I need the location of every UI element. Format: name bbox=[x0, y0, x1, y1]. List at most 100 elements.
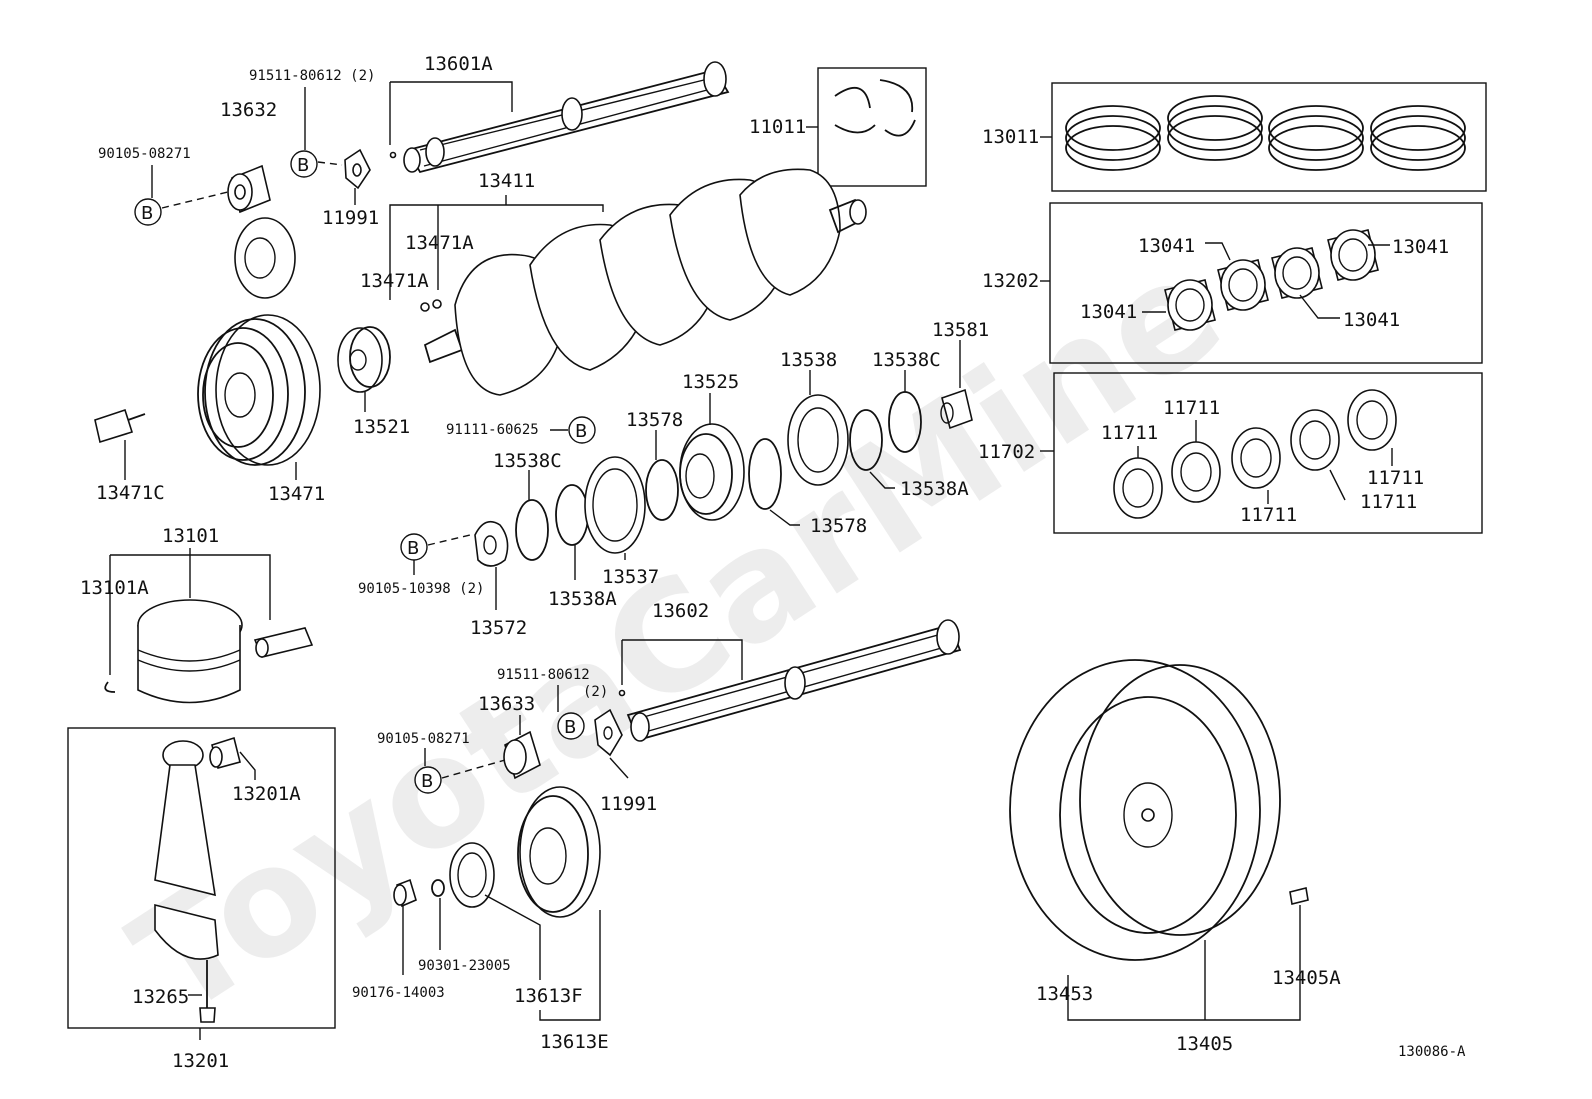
gear-13538 bbox=[787, 394, 849, 486]
timing-gear-upper bbox=[234, 217, 296, 299]
piston-ring-sets bbox=[1065, 95, 1466, 171]
leader-13601a bbox=[389, 81, 513, 145]
label-11991-mid: 11991 bbox=[600, 793, 657, 815]
label-13538a-mid: 13538A bbox=[548, 588, 617, 610]
thrust-washers bbox=[834, 79, 916, 137]
label-13041-4: 13041 bbox=[1343, 309, 1400, 331]
balance-shaft-13602 bbox=[618, 619, 962, 742]
bolt-13471c bbox=[94, 408, 146, 444]
bushing-13201a bbox=[209, 736, 241, 769]
gear-13613e bbox=[517, 786, 601, 918]
label-13471a-2: 13471A bbox=[360, 270, 429, 292]
label-90105-08271-mid: 90105-08271 bbox=[377, 731, 470, 747]
label-11702: 11702 bbox=[978, 441, 1035, 463]
label-11011: 11011 bbox=[749, 116, 806, 138]
pin-13405a bbox=[1289, 887, 1309, 905]
label-11711-5: 11711 bbox=[1367, 467, 1424, 489]
label-13538a-right: 13538A bbox=[900, 478, 969, 500]
label-13011: 13011 bbox=[982, 126, 1039, 148]
label-13041-2: 13041 bbox=[1392, 236, 1449, 258]
svg-text:B: B bbox=[407, 538, 419, 559]
gear-13537 bbox=[584, 456, 646, 554]
label-13601a: 13601A bbox=[424, 53, 493, 75]
svg-text:B: B bbox=[564, 717, 576, 738]
label-13613e: 13613E bbox=[540, 1031, 609, 1053]
snap-ring-13578-right bbox=[748, 438, 782, 510]
leader-13411 bbox=[389, 204, 604, 300]
label-11711-1: 11711 bbox=[1101, 422, 1158, 444]
label-13405: 13405 bbox=[1176, 1033, 1233, 1055]
label-13405a: 13405A bbox=[1272, 967, 1341, 989]
label-91511-80612-2: 91511-80612 (2) bbox=[249, 68, 375, 84]
label-91511-80612-mid: 91511-80612 bbox=[497, 667, 590, 683]
label-13538c-left: 13538C bbox=[493, 450, 562, 472]
svg-text:B: B bbox=[575, 421, 587, 442]
crankshaft-13411 bbox=[423, 168, 867, 396]
plate-11991-mid bbox=[594, 708, 623, 757]
label-90105-08271-top: 90105-08271 bbox=[98, 146, 191, 162]
label-13201a: 13201A bbox=[232, 783, 301, 805]
label-90301-23005: 90301-23005 bbox=[418, 958, 511, 974]
leader-13602 bbox=[621, 639, 743, 685]
piston-13101 bbox=[137, 599, 314, 704]
label-11711-3: 11711 bbox=[1240, 504, 1297, 526]
snap-ring-13101a bbox=[104, 681, 116, 693]
svg-text:B: B bbox=[297, 155, 309, 176]
label-13471: 13471 bbox=[268, 483, 325, 505]
label-13537: 13537 bbox=[602, 566, 659, 588]
label-13265: 13265 bbox=[132, 986, 189, 1008]
box-13201 bbox=[67, 727, 336, 1029]
callout-b-top-left: B bbox=[134, 198, 162, 226]
callout-b-91111: B bbox=[568, 416, 596, 444]
label-91111-60625: 91111-60625 bbox=[446, 422, 539, 438]
bushing-13581 bbox=[940, 388, 973, 430]
label-13602: 13602 bbox=[652, 600, 709, 622]
diagram-id: 130086-A bbox=[1398, 1044, 1466, 1060]
label-11711-4: 11711 bbox=[1360, 491, 1417, 513]
label-13613f: 13613F bbox=[514, 985, 583, 1007]
label-13201: 13201 bbox=[172, 1050, 229, 1072]
crank-gear-13521 bbox=[337, 326, 391, 393]
label-13471a-1: 13471A bbox=[405, 232, 474, 254]
plug-90176 bbox=[393, 878, 417, 908]
callout-b-90105-mid: B bbox=[414, 766, 442, 794]
gear-13525 bbox=[679, 423, 745, 521]
svg-text:B: B bbox=[421, 771, 433, 792]
label-13578-top: 13578 bbox=[626, 409, 683, 431]
label-13578-right: 13578 bbox=[810, 515, 867, 537]
label-13525: 13525 bbox=[682, 371, 739, 393]
callout-b-90105-10398: B bbox=[400, 533, 428, 561]
label-13633: 13633 bbox=[478, 693, 535, 715]
rod-bearings-11711 bbox=[1113, 389, 1397, 519]
connecting-rod bbox=[154, 740, 219, 1023]
label-13041-1: 13041 bbox=[1138, 235, 1195, 257]
label-90105-10398: 90105-10398 (2) bbox=[358, 581, 484, 597]
washer-90301 bbox=[431, 879, 445, 897]
leader-13101 bbox=[109, 548, 271, 675]
label-paren-2: (2) bbox=[583, 684, 608, 700]
snap-ring-13578-left bbox=[645, 459, 679, 521]
box-11702 bbox=[1053, 372, 1483, 534]
label-13101: 13101 bbox=[162, 525, 219, 547]
svg-text:B: B bbox=[141, 203, 153, 224]
box-13202 bbox=[1049, 202, 1483, 364]
snap-ring-13538a-right bbox=[849, 409, 883, 471]
snap-ring-13538a-mid bbox=[555, 484, 589, 546]
flywheel-13405 bbox=[1009, 659, 1281, 961]
oil-seal-13613f bbox=[449, 842, 495, 908]
label-13471c: 13471C bbox=[96, 482, 165, 504]
label-90176-14003: 90176-14003 bbox=[352, 985, 445, 1001]
label-13202: 13202 bbox=[982, 270, 1039, 292]
gear-13632 bbox=[227, 164, 271, 214]
label-13538c-top: 13538C bbox=[872, 349, 941, 371]
label-13101a: 13101A bbox=[80, 577, 149, 599]
gear-13633 bbox=[503, 730, 541, 780]
leader-13405 bbox=[1067, 905, 1301, 1021]
crank-pulley-13471 bbox=[197, 314, 321, 466]
snap-ring-13538c-left bbox=[515, 499, 549, 561]
label-13411: 13411 bbox=[478, 170, 535, 192]
callout-b-91511-mid: B bbox=[557, 712, 585, 740]
label-13572: 13572 bbox=[470, 617, 527, 639]
